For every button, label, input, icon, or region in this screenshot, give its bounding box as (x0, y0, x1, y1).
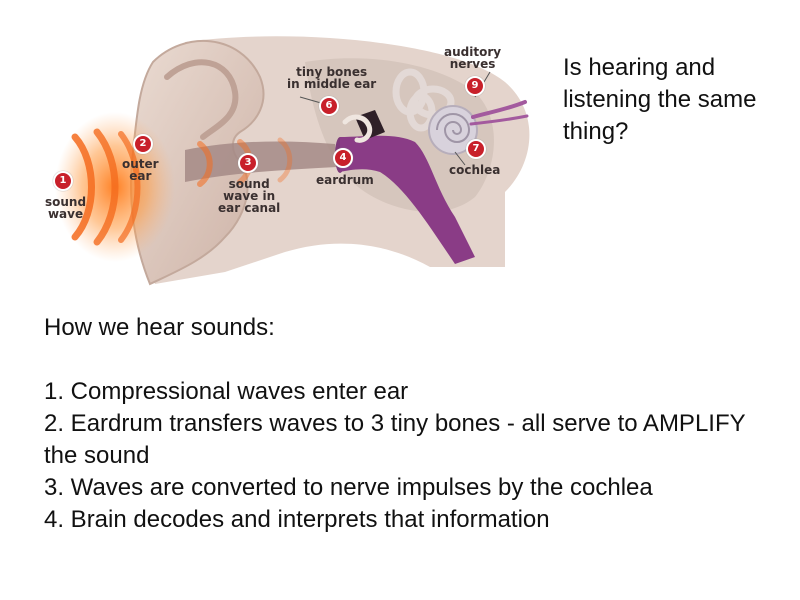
step-1: 1. Compressional waves enter ear (44, 378, 409, 405)
label-ear-canal: sound wave in ear canal (218, 177, 281, 215)
ear-illustration (55, 36, 530, 286)
badge-4: 4 (333, 148, 353, 168)
label-cochlea: cochlea (449, 163, 501, 177)
step-2: 2. Eardrum transfers waves to 3 tiny bon… (44, 410, 746, 469)
badge-6: 6 (319, 96, 339, 116)
label-sound-wave: sound wave (45, 195, 87, 221)
eustachian-tube (340, 135, 475, 264)
step-3: 3. Waves are converted to nerve impulses… (44, 474, 653, 501)
badge-2: 2 (133, 134, 153, 154)
ear-anatomy-diagram: sound wave outer ear sound wave in ear c… (35, 22, 540, 292)
label-auditory-nerves: auditory nerves (444, 45, 502, 71)
question-text: Is hearing and listening the same thing? (563, 54, 757, 145)
hearing-steps: How we hear sounds: 1. Compressional wav… (44, 312, 784, 536)
steps-heading: How we hear sounds: (44, 314, 275, 341)
badge-7: 7 (466, 139, 486, 159)
label-eardrum: eardrum (316, 173, 374, 187)
badge-1: 1 (53, 171, 73, 191)
ossicle-bones (342, 114, 373, 143)
ear-canal (185, 141, 337, 182)
label-outer-ear: outer ear (122, 157, 159, 183)
badge-3: 3 (238, 153, 258, 173)
label-middle-ear: tiny bones in middle ear (287, 65, 377, 91)
auditory-nerve (471, 100, 527, 119)
step-4: 4. Brain decodes and interprets that inf… (44, 506, 550, 533)
badge-9: 9 (465, 76, 485, 96)
pinna-fold (164, 59, 239, 140)
